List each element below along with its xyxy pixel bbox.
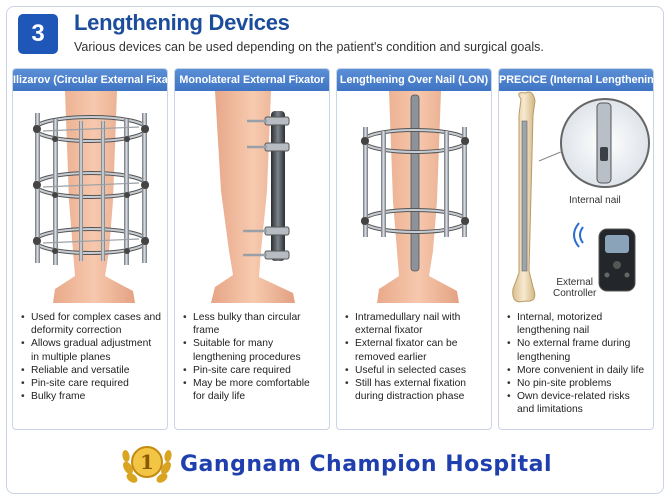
list-item: Pin-site care required [183,364,323,377]
precice-bullet-list: Internal, motorized lengthening nail No … [499,307,653,417]
monolateral-fixator-icon [211,91,295,303]
ilizarov-bullet-list: Used for complex cases and deformity cor… [13,307,167,404]
list-item: Suitable for many lengthening procedures [183,337,323,363]
list-item: Internal, motorized lengthening nail [507,311,647,337]
list-item: More convenient in daily life [507,364,647,377]
precice-nail-icon [512,91,650,303]
list-item: Own device-related risks and limitations [507,390,647,416]
lon-illustration [337,91,491,307]
monolateral-illustration [175,91,329,307]
list-item: External fixator can be removed earlier [345,337,485,363]
column-lon: Lengthening Over Nail (LON) [336,68,492,430]
precice-illustration: Internal nail External Controller [499,91,653,307]
column-precice: PRECICE (Internal Lengthening Nail) [498,68,654,430]
column-title: Lengthening Over Nail (LON) [337,69,491,91]
column-monolateral: Monolateral External Fixator [174,68,330,430]
monolateral-bullet-list: Less bulky than circular frame Suitable … [175,307,329,403]
section-number-badge: 3 [18,14,58,54]
list-item: No pin-site problems [507,377,647,390]
column-ilizarov: Ilizarov (Circular External Fixator) [12,68,168,430]
list-item: Pin-site care required [21,377,161,390]
footer: 1 Gangnam Champion Hospital [0,434,670,490]
section-title: Lengthening Devices [74,10,290,35]
column-title: Monolateral External Fixator [175,69,329,91]
list-item: Reliable and versatile [21,364,161,377]
hospital-name: Gangnam Champion Hospital [180,452,553,477]
list-item: Less bulky than circular frame [183,311,323,337]
lon-bullet-list: Intramedullary nail with external fixato… [337,307,491,403]
list-item: Intramedullary nail with external fixato… [345,311,485,337]
ilizarov-frame-icon [33,91,149,303]
column-title: Ilizarov (Circular External Fixator) [13,69,167,91]
column-title: PRECICE (Internal Lengthening Nail) [499,69,653,91]
list-item: Useful in selected cases [345,364,485,377]
list-item: Used for complex cases and deformity cor… [21,311,161,337]
list-item: Bulky frame [21,390,161,403]
external-controller-label-line1: External [556,277,594,288]
section-subtitle: Various devices can be used depending on… [74,40,544,54]
list-item: Allows gradual adjustment in multiple pl… [21,337,161,363]
internal-nail-label: Internal nail [569,195,621,206]
list-item: No external frame during lengthening [507,337,647,363]
lengthening-over-nail-icon [361,91,469,303]
laurel-medal-icon: 1 [122,446,172,483]
external-controller-label: External Controller [553,277,596,299]
medal-number: 1 [140,450,154,474]
list-item: May be more comfortable for daily life [183,377,323,403]
ilizarov-illustration [13,91,167,307]
list-item: Still has external fixation during distr… [345,377,485,403]
section-header: 3 Lengthening Devices Various devices ca… [14,10,654,62]
external-controller-label-line2: Controller [553,288,597,299]
device-columns: Ilizarov (Circular External Fixator) [12,68,660,430]
